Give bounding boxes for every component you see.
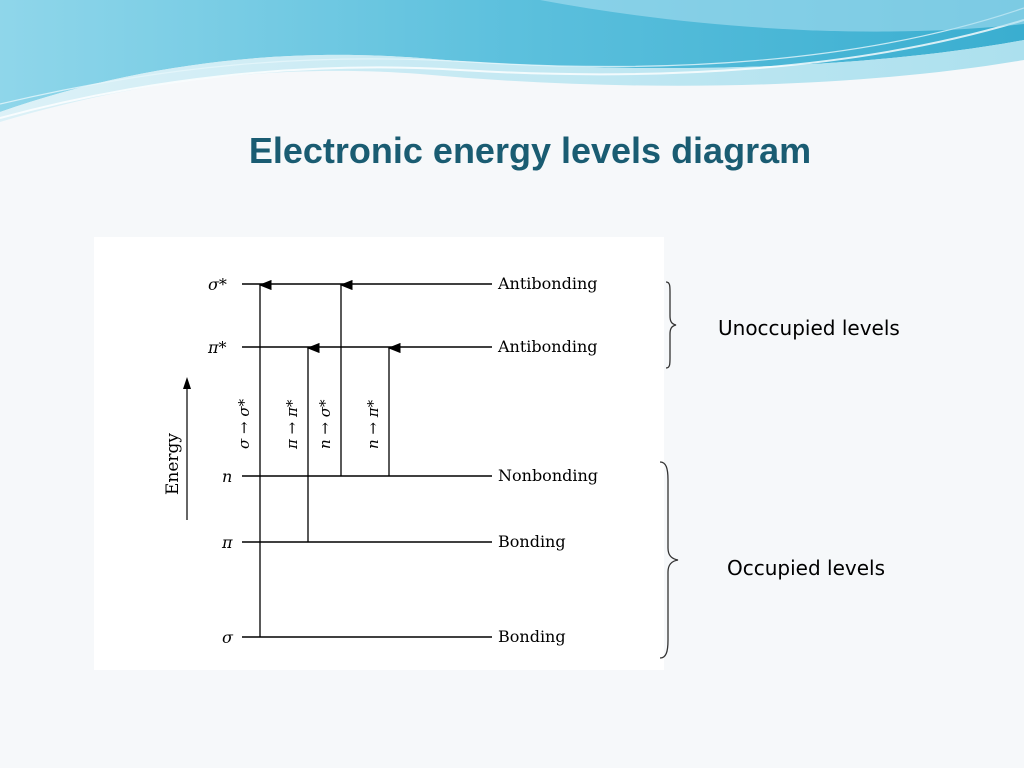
energy-axis-label: Energy (163, 433, 183, 495)
level-symbol-sigma-star: σ* (208, 275, 227, 294)
transition-label-sigma-sigma-star: σ → σ* (235, 398, 253, 449)
slide-title: Electronic energy levels diagram (248, 130, 812, 171)
level-symbol-n: n (222, 467, 232, 486)
energy-level-svg: Energy σ* π* n π σ Antibonding Antibondi… (163, 274, 598, 647)
level-symbol-pi: π (221, 533, 233, 552)
occupied-levels-label: Occupied levels (727, 556, 885, 580)
energy-axis-arrowhead (183, 377, 191, 389)
brace-unoccupied (665, 281, 677, 369)
level-desc-pi: Bonding (498, 532, 566, 551)
transition-label-pi-pi-star: π → π* (283, 399, 301, 450)
unoccupied-levels-label: Unoccupied levels (718, 316, 900, 340)
level-desc-n: Nonbonding (498, 466, 598, 485)
level-desc-sigma: Bonding (498, 627, 566, 646)
level-desc-sigma-star: Antibonding (497, 274, 598, 293)
level-symbol-sigma: σ (222, 628, 234, 647)
transition-label-n-sigma-star: n → σ* (316, 399, 334, 449)
header-wave-banner (0, 0, 1024, 122)
transition-label-n-pi-star: n → π* (364, 399, 382, 449)
level-symbol-pi-star: π* (207, 338, 227, 357)
brace-occupied (659, 461, 679, 659)
energy-level-diagram: Energy σ* π* n π σ Antibonding Antibondi… (94, 237, 664, 670)
level-desc-pi-star: Antibonding (497, 337, 598, 356)
